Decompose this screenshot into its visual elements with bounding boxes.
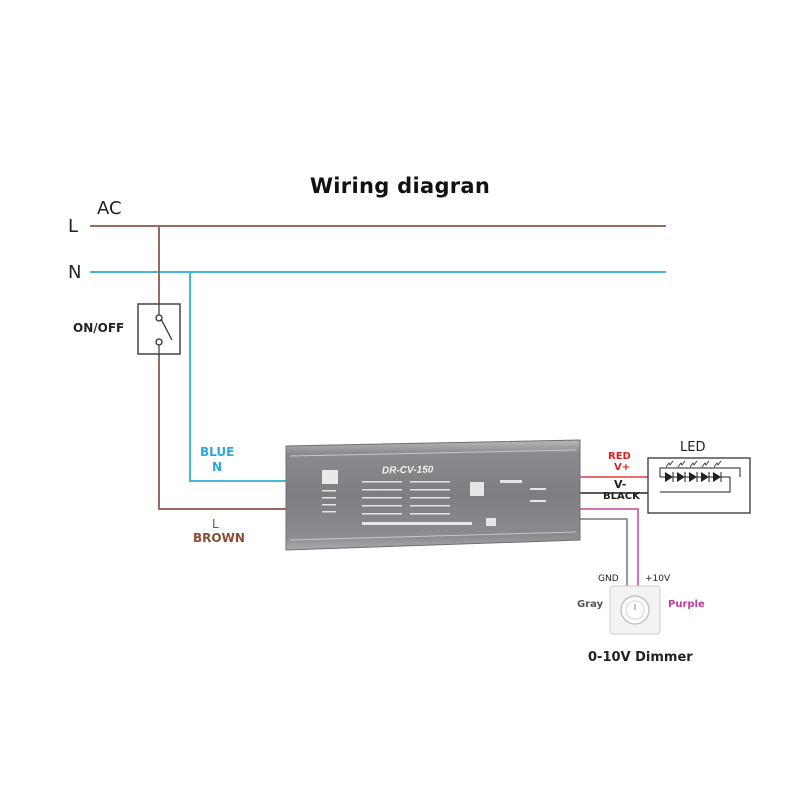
negative-terminal-label: V- xyxy=(614,478,627,491)
led-strip-symbol xyxy=(647,457,751,514)
blue-terminal-label: N xyxy=(212,460,223,474)
line-label: L xyxy=(68,216,79,237)
blue-input-wire xyxy=(189,272,286,482)
driver-model-label: DR-CV-150 xyxy=(381,464,434,477)
black-wire-label: BLACK xyxy=(603,491,640,502)
red-wire-label: RED xyxy=(608,451,631,462)
brown-terminal-label: L xyxy=(212,517,219,531)
purple-dim-wire xyxy=(576,508,639,597)
positive-terminal-label: V+ xyxy=(614,462,631,473)
blue-wire-label: BLUE xyxy=(200,445,235,459)
brown-wire-label: BROWN xyxy=(193,531,245,545)
dimmer-label: 0-10V Dimmer xyxy=(588,650,693,665)
purple-wire-label: Purple xyxy=(668,599,705,610)
diagram-title: Wiring diagran xyxy=(309,174,491,198)
gnd-label: GND xyxy=(598,574,619,584)
switch-label: ON/OFF xyxy=(73,321,125,335)
neutral-label: N xyxy=(68,262,82,283)
gray-wire-label: Gray xyxy=(577,599,604,610)
dimmer-device xyxy=(609,585,661,635)
led-driver xyxy=(285,439,581,551)
gray-dim-wire xyxy=(576,518,628,597)
ac-label: AC xyxy=(97,198,122,219)
led-label: LED xyxy=(680,440,706,455)
switch-symbol xyxy=(137,303,181,355)
plus-10v-label: +10V xyxy=(645,574,671,584)
brown-input-wire-lower xyxy=(158,354,286,510)
